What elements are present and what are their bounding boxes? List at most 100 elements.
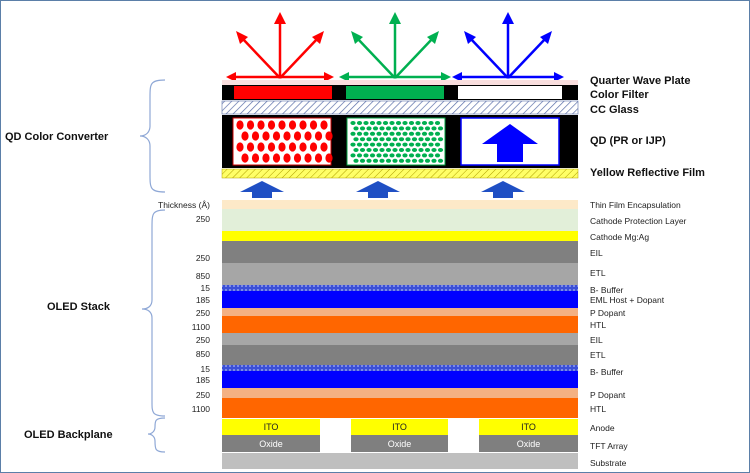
red-quantum-dot bbox=[246, 142, 255, 152]
green-quantum-dot bbox=[350, 153, 356, 158]
green-quantum-dot bbox=[359, 148, 366, 152]
green-quantum-dot bbox=[385, 158, 392, 163]
green-quantum-dot bbox=[392, 137, 398, 142]
green-quantum-dot bbox=[369, 131, 376, 136]
stack-layer-thickness: 185 bbox=[195, 295, 210, 305]
red-quantum-dot bbox=[236, 142, 244, 152]
eil-layer-1 bbox=[222, 241, 578, 263]
red-quantum-dot bbox=[267, 142, 276, 152]
green-quantum-dot bbox=[405, 148, 411, 152]
green-quantum-dot bbox=[389, 121, 395, 125]
stack-layer-name: HTL bbox=[590, 404, 607, 414]
green-quantum-dot bbox=[359, 137, 366, 142]
green-quantum-dot bbox=[385, 126, 392, 131]
green-quantum-dot bbox=[398, 148, 405, 152]
tft-array-label: TFT Array bbox=[590, 441, 628, 451]
ito-text: ITO bbox=[392, 422, 407, 432]
red-quantum-dot bbox=[288, 120, 297, 130]
ito-text: ITO bbox=[521, 422, 536, 432]
green-quantum-dot bbox=[350, 121, 356, 125]
oled-stack-brace bbox=[141, 209, 166, 417]
green-quantum-dot bbox=[366, 137, 372, 142]
red-quantum-dot bbox=[320, 120, 328, 130]
green-quantum-dot bbox=[415, 121, 421, 125]
htl-layer-1 bbox=[222, 316, 578, 333]
green-quantum-dot bbox=[366, 158, 372, 163]
stack-layer-thickness: 250 bbox=[195, 253, 210, 263]
oled-stack-label: OLED Stack bbox=[47, 301, 110, 313]
red-quantum-dot bbox=[262, 131, 270, 141]
green-quantum-dot bbox=[395, 153, 402, 158]
green-quantum-dot bbox=[418, 158, 424, 163]
green-quantum-dot bbox=[431, 158, 437, 163]
red-quantum-dot bbox=[272, 131, 281, 141]
red-quantum-dot bbox=[251, 131, 260, 141]
red-quantum-dot bbox=[314, 131, 323, 141]
cathode-layer bbox=[222, 231, 578, 241]
oxide-tft-1 bbox=[222, 435, 320, 452]
blue-emission-arrows bbox=[452, 12, 564, 82]
green-quantum-dot bbox=[437, 148, 444, 152]
qd-label: QD (PR or IJP) bbox=[590, 135, 666, 147]
red-quantum-dot bbox=[314, 153, 323, 163]
qd-color-converter-label: QD Color Converter bbox=[5, 131, 109, 143]
red-emission-arrows bbox=[226, 12, 334, 82]
ito-anode-1 bbox=[222, 419, 320, 435]
stack-layer-name: EIL bbox=[590, 335, 603, 345]
green-quantum-dot bbox=[402, 131, 408, 136]
green-quantum-dot bbox=[434, 121, 441, 125]
green-quantum-dot bbox=[421, 131, 428, 136]
cathode-protection-layer bbox=[222, 209, 578, 231]
eml-layer-2 bbox=[222, 371, 578, 388]
red-quantum-dot bbox=[325, 131, 333, 141]
green-quantum-dot bbox=[428, 121, 434, 125]
green-quantum-dot bbox=[428, 131, 434, 136]
stack-layer-name: Cathode Mg:Ag bbox=[590, 232, 650, 242]
yellow-reflective-film-layer bbox=[221, 168, 579, 179]
green-quantum-dot bbox=[398, 158, 405, 163]
green-quantum-dot bbox=[418, 148, 424, 152]
yellow-reflective-film-label: Yellow Reflective Film bbox=[590, 167, 705, 179]
etl-layer-1 bbox=[222, 263, 578, 285]
green-quantum-dot bbox=[411, 158, 418, 163]
group-braces bbox=[139, 79, 166, 453]
green-quantum-dot bbox=[408, 142, 415, 147]
anode-label: Anode bbox=[590, 423, 615, 433]
red-quantum-dot bbox=[241, 153, 249, 163]
green-quantum-dot bbox=[434, 153, 441, 158]
green-quantum-dot bbox=[363, 153, 369, 158]
green-quantum-dot bbox=[408, 153, 415, 158]
eil-layer-2 bbox=[222, 333, 578, 345]
stack-layer-name: HTL bbox=[590, 320, 607, 330]
green-quantum-dot bbox=[415, 131, 421, 136]
b-buffer-layer-1 bbox=[222, 285, 578, 291]
oxide-tft-3 bbox=[479, 435, 578, 452]
green-quantum-dot bbox=[405, 126, 411, 131]
red-quantum-dot bbox=[299, 142, 307, 152]
substrate-layer bbox=[222, 453, 578, 469]
green-quantum-dot bbox=[392, 148, 398, 152]
green-quantum-dot bbox=[372, 126, 379, 131]
red-quantum-dot bbox=[283, 131, 291, 141]
quarter-wave-plate-layer bbox=[222, 80, 578, 85]
green-quantum-dot bbox=[395, 142, 402, 147]
green-quantum-dot bbox=[372, 137, 379, 142]
color-filter-label: Color Filter bbox=[590, 89, 649, 101]
stack-layer-name: EML Host + Dopant bbox=[590, 295, 665, 305]
red-quantum-dot bbox=[288, 142, 297, 152]
green-quantum-dot bbox=[359, 126, 366, 131]
stack-layer-thickness: 250 bbox=[195, 335, 210, 345]
red-quantum-dot bbox=[278, 142, 286, 152]
stack-layer-name: P Dopant bbox=[590, 390, 626, 400]
stack-layer-name: B- Buffer bbox=[590, 367, 624, 377]
green-quantum-dot bbox=[382, 121, 389, 125]
stack-layer-name: EIL bbox=[590, 248, 603, 258]
etl-layer-2 bbox=[222, 345, 578, 365]
oled-backplane-label: OLED Backplane bbox=[24, 429, 113, 441]
red-quantum-dot bbox=[262, 153, 270, 163]
green-quantum-dot bbox=[395, 131, 402, 136]
green-quantum-dot bbox=[437, 158, 444, 163]
htl-layer-2 bbox=[222, 398, 578, 418]
green-quantum-dot bbox=[353, 148, 359, 152]
